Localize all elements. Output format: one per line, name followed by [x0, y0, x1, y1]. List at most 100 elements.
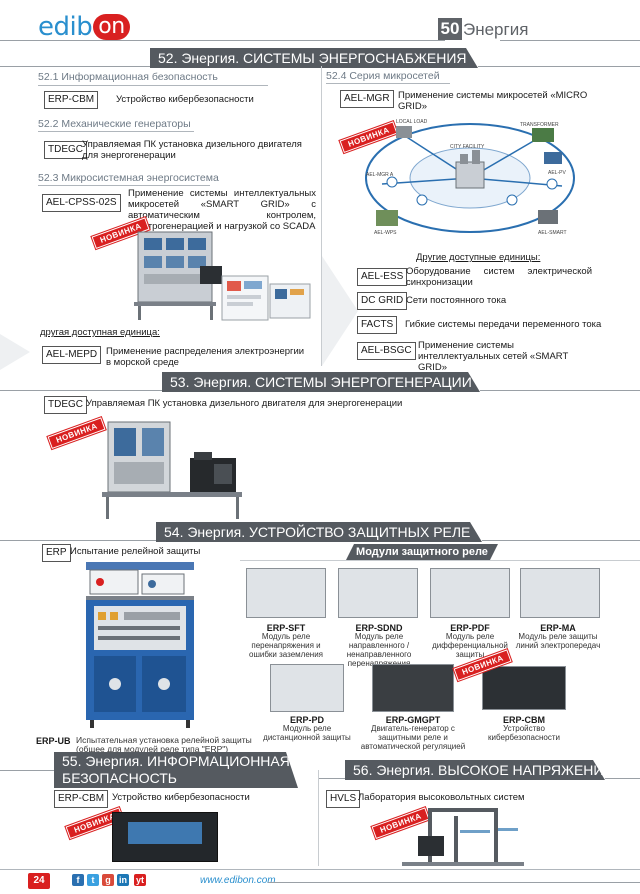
module-erp-gmgpt-image	[372, 664, 454, 712]
section-56-rule-right	[605, 778, 640, 779]
code-ael-mepd[interactable]: AEL-MEPD	[42, 346, 102, 364]
erp-ub-name: ERP-UB	[36, 736, 71, 746]
section-55-rule-left	[0, 770, 54, 771]
section-53-rule-left	[0, 390, 162, 391]
code-dc-grid[interactable]: DC GRID	[357, 292, 408, 310]
subsection-52-1-rule	[38, 85, 268, 86]
diagram-label-pv: AEL-PV	[548, 170, 566, 176]
desc-dc-grid: Сети постоянного тока	[406, 295, 507, 306]
code-ael-mgr[interactable]: AEL-MGR	[340, 90, 394, 108]
module-erp-ma-image	[520, 568, 600, 618]
code-erp-cbm[interactable]: ERP-CBM	[44, 91, 99, 109]
section-56-title: 56. Энергия. ВЫСОКОЕ НАПРЯЖЕНИЕ	[345, 760, 605, 780]
cyber-device-screen	[128, 822, 202, 844]
code-tdegc[interactable]: TDEGC	[44, 141, 87, 159]
chevron-decor-left	[0, 334, 30, 370]
desc-hvls: Лаборатория высоковольтных систем	[358, 792, 525, 803]
code-tdegc-53[interactable]: TDEGC	[44, 396, 87, 414]
subsection-52-1: 52.1 Информационная безопасность	[38, 71, 218, 83]
diagram-label-transformer: TRANSFORMER	[520, 122, 559, 128]
code-ael-bsgc[interactable]: AEL-BSGC	[357, 342, 416, 360]
module-erp-gmgpt-name: ERP-GMGPT	[385, 715, 441, 725]
diagram-label-load: LOCAL LOAD	[396, 119, 428, 125]
desc-ael-cpss-02s: Применение системы интеллектуальных микр…	[128, 188, 316, 232]
module-erp-pd-name: ERP-PD	[289, 715, 324, 725]
module-erp-cbm-image	[482, 666, 566, 710]
diesel-unit-illustration	[102, 421, 242, 519]
section-53-rule-right	[480, 390, 640, 391]
section-54-rule-right	[482, 540, 640, 541]
code-erp[interactable]: ERP	[42, 544, 71, 562]
linkedin-icon[interactable]: in	[117, 874, 129, 886]
logo-text: edib	[38, 12, 93, 42]
module-erp-gmgpt-desc: Двигатель-генератор с защитными реле и а…	[360, 724, 466, 751]
module-erp-sft-image	[246, 568, 326, 618]
erp-ub-desc: Испытательная установка релейной защиты …	[76, 735, 252, 754]
desc-tdegc: Управляемая ПК установка дизельного двиг…	[82, 139, 302, 161]
module-erp-sdnd-name: ERP-SDND	[355, 623, 403, 633]
module-erp-pdf-desc: Модуль реле дифференциальной защиты	[432, 632, 508, 659]
desc-ael-ess: Оборудование систем электрической синхро…	[406, 266, 592, 288]
module-erp-sft-desc: Модуль реле перенапряжения и ошибки зазе…	[249, 632, 323, 659]
module-erp-cbm-desc: Устройство кибербезопасности	[488, 724, 560, 742]
diagram-label-city: CITY FACILITY	[450, 144, 485, 150]
header-divider	[0, 40, 445, 41]
erp-ub-illustration	[86, 562, 194, 728]
modules-rule	[240, 560, 640, 561]
facebook-icon[interactable]: f	[72, 874, 84, 886]
other-units-label: Другие доступные единицы:	[416, 252, 541, 263]
module-erp-ma-name: ERP-MA	[540, 623, 576, 633]
section-52-rule-right	[478, 66, 640, 67]
category-number: 50	[438, 18, 462, 40]
code-facts[interactable]: FACTS	[357, 316, 398, 334]
section-54-title: 54. Энергия. УСТРОЙСТВО ЗАЩИТНЫХ РЕЛЕ	[156, 522, 482, 542]
section-56-rule-left	[319, 778, 345, 779]
module-erp-pd-image	[270, 664, 344, 712]
module-erp-pdf-image	[430, 568, 510, 618]
logo-on: on	[93, 14, 130, 40]
desc-erp-cbm-55: Устройство кибербезопасности	[112, 792, 250, 803]
header-divider-right	[500, 40, 640, 41]
module-erp-pd-desc: Модуль реле дистанционной защиты	[263, 724, 351, 742]
diagram-label-smart: AEL-SMART	[538, 230, 567, 236]
column-divider-lower	[318, 770, 319, 866]
subsection-52-2-rule	[38, 131, 194, 132]
chevron-decor-right	[322, 256, 358, 366]
section-54-rule-left	[0, 540, 156, 541]
section-55-title-line1: 55. Энергия. ИНФОРМАЦИОННАЯ	[62, 753, 290, 769]
subsection-52-2: 52.2 Механические генераторы	[38, 118, 191, 130]
code-hvls[interactable]: HVLS	[326, 790, 361, 808]
diagram-label-mgr: AEL-MGR A	[366, 172, 394, 178]
footer-divider	[0, 869, 640, 870]
module-erp-cbm-name: ERP-CBM	[503, 715, 545, 725]
microgrid-diagram: LOCAL LOAD CITY FACILITY TRANSFORMER AEL…	[365, 119, 575, 236]
desc-erp-cbm: Устройство кибербезопасности	[116, 94, 254, 105]
column-divider	[321, 66, 322, 366]
website-link[interactable]: www.edibon.com	[200, 875, 276, 886]
section-53-title: 53. Энергия. СИСТЕМЫ ЭНЕРГОГЕНЕРАЦИИ	[162, 372, 480, 392]
other-unit-label: другая доступная единица:	[40, 327, 160, 338]
subsection-52-4: 52.4 Серия микросетей	[326, 70, 440, 82]
desc-facts: Гибкие системы передачи переменного тока	[405, 319, 602, 330]
desc-erp: Испытание релейной защиты	[70, 546, 201, 557]
section-55-title-line2: БЕЗОПАСНОСТЬ	[62, 770, 177, 786]
desc-ael-bsgc: Применение системы интеллектуальных сете…	[418, 340, 569, 373]
code-ael-cpss-02s[interactable]: AEL-CPSS-02S	[42, 194, 121, 212]
footer-rule	[268, 882, 640, 883]
module-erp-pdf-name: ERP-PDF	[450, 623, 490, 633]
code-erp-cbm-55[interactable]: ERP-CBM	[54, 790, 109, 808]
twitter-icon[interactable]: t	[87, 874, 99, 886]
desc-ael-mepd: Применение распределения электроэнергии …	[106, 346, 305, 368]
section-52-title: 52. Энергия. СИСТЕМЫ ЭНЕРГОСНАБЖЕНИЯ	[150, 48, 478, 68]
module-erp-ma-desc: Модуль реле защиты линий электропередач	[515, 632, 601, 650]
section-52-rule-left	[0, 66, 150, 67]
code-ael-ess[interactable]: AEL-ESS	[357, 268, 408, 286]
module-erp-sdnd-desc: Модуль реле направленного / ненаправленн…	[346, 632, 412, 668]
youtube-icon[interactable]: yt	[134, 874, 146, 886]
desc-tdegc-53: Управляемая ПК установка дизельного двиг…	[86, 398, 403, 409]
subsection-52-4-rule	[326, 83, 450, 84]
googleplus-icon[interactable]: g	[102, 874, 114, 886]
subsection-52-3: 52.3 Микросистемная энергосистема	[38, 172, 219, 184]
